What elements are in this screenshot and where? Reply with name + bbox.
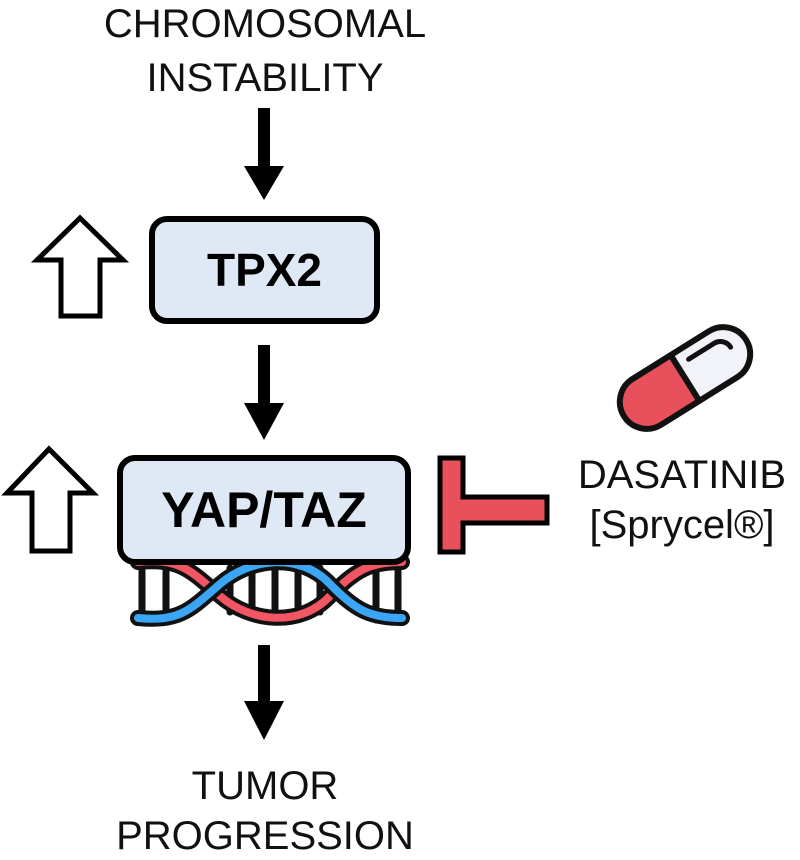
- inhibition-bar-icon: [437, 455, 550, 555]
- activation-arrow-3: [244, 645, 284, 740]
- dasatinib-label: DASATINIB [Sprycel®]: [562, 450, 800, 550]
- upregulation-arrow-icon-tpx2: [30, 214, 130, 319]
- upregulation-arrow-icon-yaptaz: [1, 445, 100, 554]
- chromosomal-instability-label: CHROMOSOMAL INSTABILITY: [40, 0, 490, 102]
- chromosomal-instability-line1: CHROMOSOMAL: [103, 2, 427, 46]
- activation-arrow-2: [244, 345, 284, 440]
- dasatinib-line2: [Sprycel®]: [589, 503, 775, 547]
- dasatinib-line1: DASATINIB: [577, 453, 787, 497]
- chromosomal-instability-line2: INSTABILITY: [146, 56, 384, 100]
- yaptaz-label: YAP/TAZ: [161, 482, 367, 538]
- tpx2-node: TPX2: [149, 216, 380, 324]
- tumor-progression-label: TUMOR PROGRESSION: [80, 762, 450, 860]
- capsule-pill-icon: [616, 324, 754, 432]
- tumor-progression-line1: TUMOR: [191, 764, 339, 808]
- tumor-progression-line2: PROGRESSION: [116, 814, 414, 858]
- activation-arrow-1: [244, 108, 284, 200]
- yaptaz-node: YAP/TAZ: [117, 455, 411, 565]
- tpx2-label: TPX2: [206, 244, 323, 296]
